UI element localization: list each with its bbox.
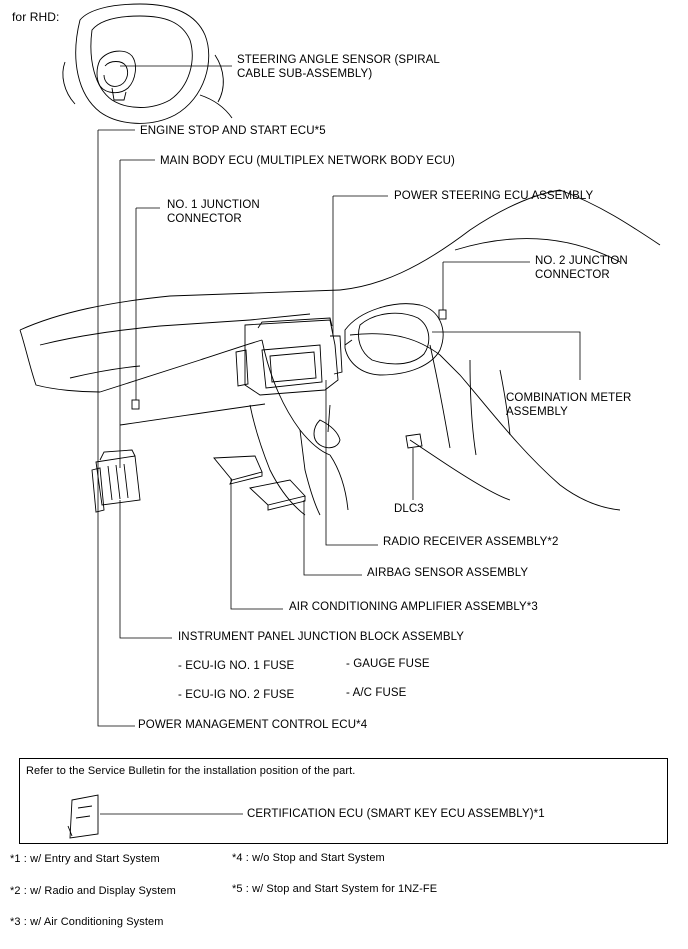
junction-connector-1-drawing <box>131 399 140 410</box>
fuse-gauge-label: - GAUGE FUSE <box>346 658 430 670</box>
shift-lever-drawing <box>313 404 341 449</box>
radio-receiver-label: RADIO RECEIVER ASSEMBLY*2 <box>383 536 559 548</box>
steering-angle-sensor-label-line1: STEERING ANGLE SENSOR (SPIRAL <box>237 54 440 66</box>
fuse-ecu-ig-2-label: - ECU-IG NO. 2 FUSE <box>178 689 295 701</box>
ac-amplifier-drawing <box>213 455 263 485</box>
ip-junction-block-label: INSTRUMENT PANEL JUNCTION BLOCK ASSEMBLY <box>178 631 465 643</box>
ac-amplifier-label: AIR CONDITIONING AMPLIFIER ASSEMBLY*3 <box>289 601 538 613</box>
airbag-sensor-label: AIRBAG SENSOR ASSEMBLY <box>367 567 529 579</box>
junction-connector-2-drawing <box>438 309 447 320</box>
combination-meter-label-line1: COMBINATION METER <box>506 392 632 404</box>
variant-label: for RHD: <box>12 10 60 24</box>
fuse-ecu-ig-1-label: - ECU-IG NO. 1 FUSE <box>178 660 295 672</box>
leader-lines <box>97 65 581 815</box>
footnote-2: *2 : w/ Radio and Display System <box>10 885 176 897</box>
center-console-drawing <box>235 317 343 396</box>
engine-stop-start-ecu-label: ENGINE STOP AND START ECU*5 <box>140 125 326 137</box>
power-mgmt-ecu-label: POWER MANAGEMENT CONTROL ECU*4 <box>138 719 368 731</box>
steering-angle-sensor-label-line2: CABLE SUB-ASSEMBLY) <box>237 68 373 80</box>
footnote-1: *1 : w/ Entry and Start System <box>10 853 160 865</box>
main-body-ecu-label: MAIN BODY ECU (MULTIPLEX NETWORK BODY EC… <box>160 155 455 167</box>
certification-ecu-label: CERTIFICATION ECU (SMART KEY ECU ASSEMBL… <box>247 808 545 820</box>
steering-wheel-drawing <box>62 3 233 124</box>
service-bulletin-note: Refer to the Service Bulletin for the in… <box>26 765 356 777</box>
junction-connector-2-label-line1: NO. 2 JUNCTION <box>535 255 628 267</box>
footnote-5: *5 : w/ Stop and Start System for 1NZ-FE <box>232 883 438 895</box>
junction-connector-1-label-line1: NO. 1 JUNCTION <box>167 199 260 211</box>
combination-meter-drawing <box>344 303 444 376</box>
service-bulletin-box <box>19 758 668 844</box>
junction-block-drawing <box>91 449 141 513</box>
fuse-ac-label: - A/C FUSE <box>346 687 407 699</box>
airbag-sensor-drawing <box>249 479 306 511</box>
dlc3-drawing <box>405 433 423 449</box>
junction-connector-1-label-line2: CONNECTOR <box>167 213 242 225</box>
footnote-4: *4 : w/o Stop and Start System <box>232 852 385 864</box>
junction-connector-2-label-line2: CONNECTOR <box>535 269 610 281</box>
footnote-3: *3 : w/ Air Conditioning System <box>10 916 164 928</box>
dlc3-label: DLC3 <box>394 503 424 515</box>
power-steering-ecu-label: POWER STEERING ECU ASSEMBLY <box>394 190 594 202</box>
combination-meter-label-line2: ASSEMBLY <box>506 406 568 418</box>
certification-ecu-drawing <box>67 794 99 839</box>
